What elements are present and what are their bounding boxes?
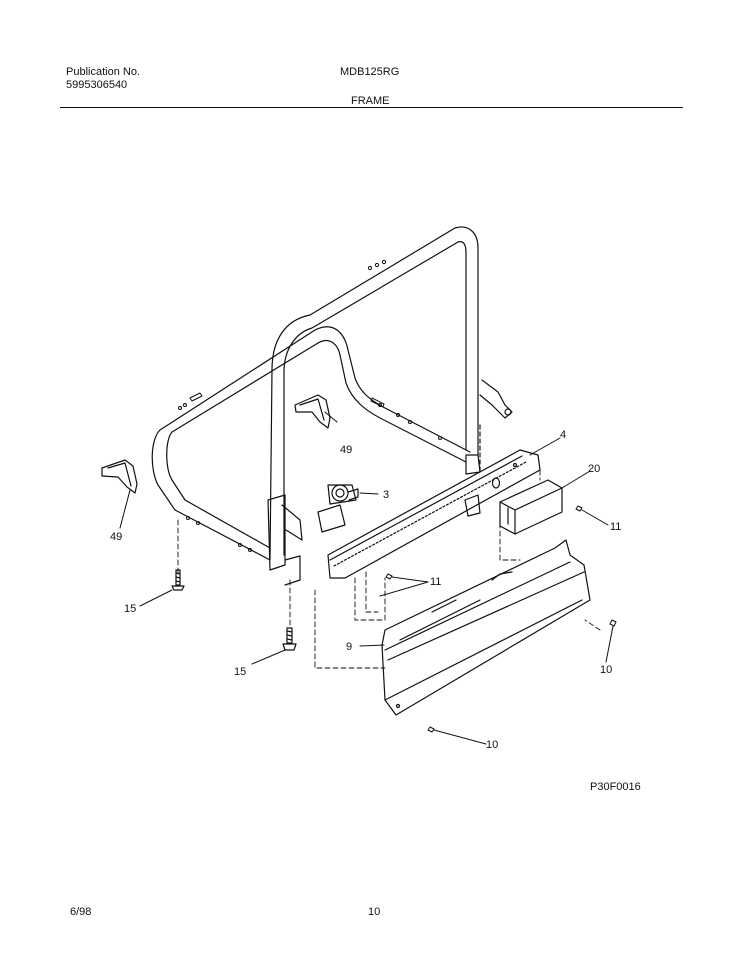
- callout-3: 3: [383, 489, 389, 501]
- clip-49-upper: [294, 394, 331, 429]
- frame-holes: [178, 259, 442, 552]
- screw-15-left: [171, 569, 185, 591]
- publication-number: 5995306540: [66, 79, 128, 91]
- header-rule: [60, 107, 683, 108]
- callout-11-right: 11: [610, 521, 621, 533]
- frame-hinge-plate: [281, 504, 303, 541]
- frame-left-curve: [314, 326, 471, 463]
- frame-back-rail: [159, 329, 319, 433]
- model-number: MDB125RG: [340, 66, 400, 78]
- callout-49-upper: 49: [340, 444, 352, 456]
- frame-upper-tube: [151, 226, 479, 561]
- leader-lines: [119, 411, 614, 745]
- frame-right-upright: [465, 454, 481, 475]
- callout-4: 4: [560, 429, 566, 441]
- screw-15-right: [282, 627, 297, 651]
- callout-49-left: 49: [110, 531, 122, 543]
- callout-11-middle: 11: [430, 576, 441, 588]
- frame-right-hinge: [479, 379, 513, 419]
- publication-label: Publication No.: [66, 66, 140, 78]
- page-number: 10: [368, 906, 381, 918]
- bracket-20: [499, 479, 563, 535]
- callout-20: 20: [588, 463, 600, 475]
- callout-15-left: 15: [124, 603, 136, 615]
- figure-code: P30F0016: [590, 781, 641, 793]
- kick-panel-9: [381, 539, 591, 716]
- clip-49-left: [101, 459, 138, 494]
- callout-10-bottom: 10: [486, 739, 498, 751]
- callout-9: 9: [346, 641, 352, 653]
- screw-small: [385, 505, 617, 733]
- callout-10-right: 10: [600, 664, 612, 676]
- callout-15-right: 15: [234, 666, 246, 678]
- frame-upper-tube-inner: [166, 241, 467, 556]
- section-title: FRAME: [351, 95, 390, 107]
- valve-3: [317, 484, 359, 533]
- alignment-lines: [177, 469, 601, 669]
- frame-left-upright-plate: [267, 494, 301, 586]
- footer-date: 6/98: [70, 906, 92, 918]
